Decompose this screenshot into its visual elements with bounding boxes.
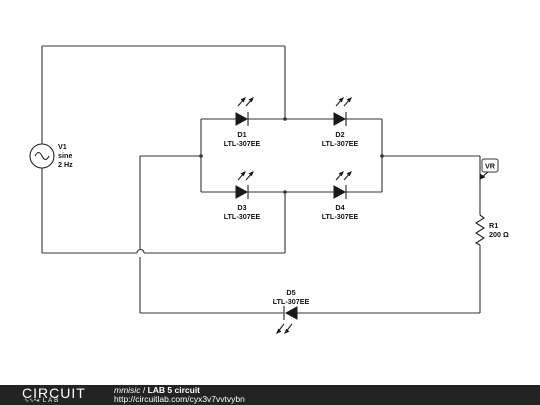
r1-name: R1 bbox=[489, 221, 498, 230]
project-title-line: mmisic / LAB 5 circuit bbox=[114, 386, 200, 395]
diode-icon bbox=[235, 185, 249, 199]
diode-icon bbox=[333, 185, 347, 199]
diode-icon bbox=[333, 112, 347, 126]
light-emission-icon bbox=[276, 323, 293, 334]
junction-node bbox=[283, 117, 287, 121]
d2-part: LTL-307EE bbox=[322, 139, 359, 148]
light-emission-icon bbox=[335, 171, 352, 181]
diode-icon bbox=[235, 112, 249, 126]
d5-name: D5 bbox=[286, 288, 295, 297]
v1-frequency: 2 Hz bbox=[58, 160, 73, 169]
light-emission-icon bbox=[237, 97, 254, 107]
led-d4[interactable]: D4 LTL-307EE bbox=[322, 171, 359, 221]
voltage-probe-vr[interactable]: VR bbox=[479, 158, 499, 180]
probe-label-box bbox=[481, 158, 499, 173]
circuitlab-logo: CIRCUIT bbox=[22, 385, 86, 401]
d1-part: LTL-307EE bbox=[224, 139, 261, 148]
junctions bbox=[199, 117, 384, 194]
author-link[interactable]: mmisic bbox=[114, 385, 141, 395]
light-emission-icon bbox=[237, 171, 254, 181]
sine-wave-icon bbox=[34, 151, 50, 161]
schematic-canvas: V1 sine 2 Hz D1 LTL-307EE D2 LTL-307EE bbox=[29, 45, 509, 334]
led-d3[interactable]: D3 LTL-307EE bbox=[224, 171, 261, 221]
project-title[interactable]: LAB 5 circuit bbox=[147, 385, 201, 395]
circuitlab-logo-sub: ∿∿•◂ LAB bbox=[24, 398, 60, 405]
resistor-icon bbox=[474, 214, 486, 246]
d5-part: LTL-307EE bbox=[273, 297, 310, 306]
logo-circuit-mark-icon: ∿∿•◂ bbox=[24, 398, 40, 404]
diode-icon bbox=[284, 306, 298, 320]
led-d1[interactable]: D1 LTL-307EE bbox=[224, 97, 261, 148]
junction-node bbox=[199, 154, 203, 158]
d4-part: LTL-307EE bbox=[322, 212, 359, 221]
d3-part: LTL-307EE bbox=[224, 212, 261, 221]
resistor-r1[interactable]: R1 200 Ω bbox=[474, 214, 509, 246]
v1-type: sine bbox=[58, 151, 72, 160]
d2-name: D2 bbox=[335, 130, 344, 139]
wires bbox=[41, 45, 481, 314]
sine-source-icon bbox=[29, 143, 55, 169]
led-d2[interactable]: D2 LTL-307EE bbox=[322, 97, 359, 148]
light-emission-icon bbox=[335, 97, 352, 107]
source-v1[interactable]: V1 sine 2 Hz bbox=[29, 142, 73, 169]
junction-node bbox=[380, 154, 384, 158]
probe-label: VR bbox=[485, 162, 496, 171]
logo-lab-text: LAB bbox=[42, 398, 61, 404]
led-d5[interactable]: D5 LTL-307EE bbox=[273, 288, 310, 334]
v1-name: V1 bbox=[58, 142, 67, 151]
junction-node bbox=[283, 190, 287, 194]
d3-name: D3 bbox=[237, 203, 246, 212]
d4-name: D4 bbox=[335, 203, 344, 212]
project-url[interactable]: http://circuitlab.com/cyx3v7vvtvybn bbox=[114, 394, 245, 404]
r1-value: 200 Ω bbox=[489, 230, 509, 239]
d1-name: D1 bbox=[237, 130, 246, 139]
footer-bar: CIRCUIT ∿∿•◂ LAB mmisic / LAB 5 circuit … bbox=[0, 385, 540, 405]
